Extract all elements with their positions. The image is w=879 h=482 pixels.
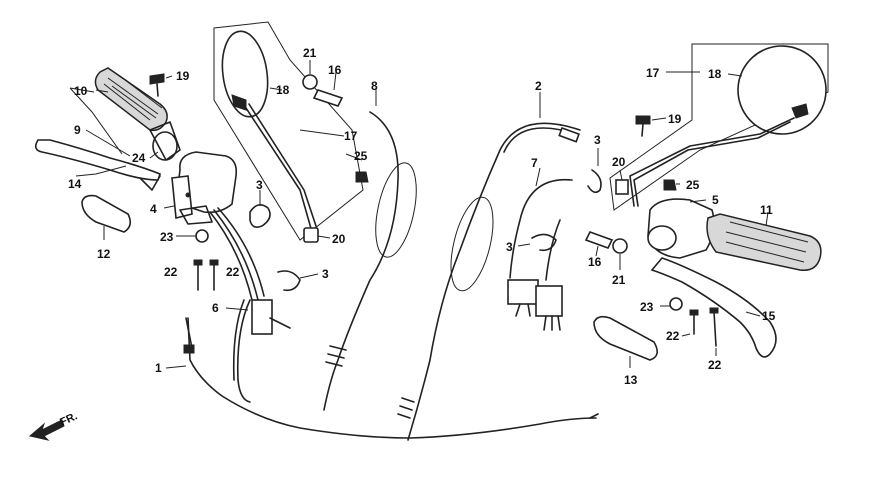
- callout-16-right: 16: [588, 255, 602, 269]
- nut-25-left: [355, 171, 369, 183]
- callout-3-b: 3: [322, 267, 329, 281]
- callout-6: 6: [212, 301, 219, 315]
- callout-7: 7: [531, 156, 538, 170]
- callout-18-right: 18: [708, 67, 722, 81]
- right-switch-wiring: [507, 178, 573, 331]
- callout-leaders: [69, 60, 769, 369]
- front-direction-marker: FR.: [28, 410, 79, 441]
- throttle-cable-left: [183, 317, 599, 439]
- nut-25-right: [663, 179, 677, 191]
- callout-19-right: 19: [668, 112, 682, 126]
- callout-2: 2: [535, 79, 542, 93]
- right-grip: [706, 213, 822, 271]
- callout-4: 4: [150, 202, 157, 216]
- clamp-3-left-upper: [249, 204, 271, 228]
- callout-25-left: 25: [354, 149, 368, 163]
- callout-3-d: 3: [506, 240, 513, 254]
- callout-3-c: 3: [594, 133, 601, 147]
- callout-22-c: 22: [666, 329, 680, 343]
- nut-21-right: [612, 238, 628, 254]
- callout-17-right: 17: [646, 66, 660, 80]
- left-lever: [34, 139, 161, 191]
- throttle-cable-right: [397, 122, 581, 441]
- callout-3-a: 3: [256, 178, 263, 192]
- clutch-cable: [323, 111, 417, 411]
- callout-11: 11: [760, 203, 773, 217]
- callout-22-d: 22: [708, 358, 722, 372]
- right-mirror: [609, 43, 829, 211]
- callout-18-left: 18: [276, 83, 290, 97]
- lever-cover-13: [593, 315, 658, 361]
- callout-20-left: 20: [332, 232, 346, 246]
- mirror-adjuster-nut-left: [303, 227, 319, 243]
- clamp-3-right: [531, 233, 557, 252]
- callout-14: 14: [68, 177, 82, 191]
- nut-23-left: [195, 229, 209, 243]
- callout-17-left: 17: [344, 129, 358, 143]
- left-mirror: [213, 21, 364, 241]
- callout-labels: 1 2 3 3 3 3 4 5 6 7 8 9 10 11 12 13 14 1…: [68, 46, 776, 387]
- callout-25-right: 25: [686, 178, 700, 192]
- left-switch-wiring: [209, 207, 291, 403]
- mirror-bolt-19-left: [149, 73, 165, 85]
- mirror-bolt-19-right: [635, 115, 651, 125]
- nut-23-right: [669, 297, 683, 311]
- left-switch-housing: [171, 151, 238, 225]
- callout-15: 15: [762, 309, 776, 323]
- callout-19-left: 19: [176, 69, 190, 83]
- adjuster-16-right: [584, 231, 614, 249]
- callout-10: 10: [74, 84, 88, 98]
- callout-22-b: 22: [226, 265, 240, 279]
- clamp-3-upper-right: [587, 169, 602, 194]
- right-switch-housing: [647, 198, 715, 259]
- callout-23-right: 23: [640, 300, 654, 314]
- callout-13: 13: [624, 373, 638, 387]
- callout-20-right: 20: [612, 155, 626, 169]
- callout-24: 24: [132, 151, 146, 165]
- adjuster-16-left: [312, 89, 344, 107]
- callout-8: 8: [371, 79, 378, 93]
- callout-21-right: 21: [612, 273, 626, 287]
- callout-23-left: 23: [160, 230, 174, 244]
- callout-5: 5: [712, 193, 719, 207]
- callout-21-left: 21: [303, 46, 317, 60]
- nut-21-left: [302, 74, 318, 90]
- front-direction-label: FR.: [58, 410, 79, 428]
- left-grip: [94, 67, 181, 161]
- callout-22-a: 22: [164, 265, 178, 279]
- callout-12: 12: [97, 247, 111, 261]
- bolt-22-d: [713, 311, 717, 347]
- nut-20-right: [615, 179, 629, 195]
- callout-1: 1: [155, 361, 162, 375]
- front-direction-arrow-icon: [28, 419, 65, 441]
- clamp-3-left-lower: [277, 270, 301, 292]
- right-lever: [650, 257, 777, 358]
- callout-16-left: 16: [328, 63, 342, 77]
- callout-9: 9: [74, 123, 81, 137]
- lever-cover-12: [81, 194, 132, 233]
